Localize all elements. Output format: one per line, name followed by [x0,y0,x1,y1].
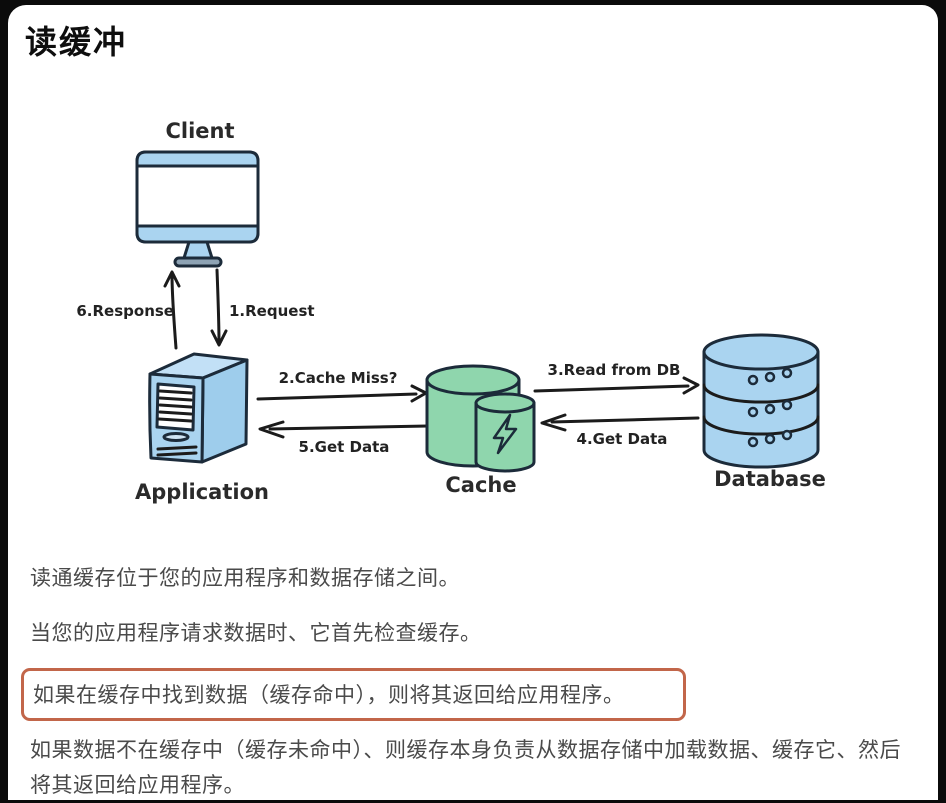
page-title: 读缓冲 [25,24,128,60]
database-label: Database [714,467,826,491]
paragraph-cache-miss-flow: 如果数据不在缓存中（缓存未命中）、则缓存本身负责从数据存储中加载数据、缓存它、然… [30,738,901,797]
get-data-from-cache-label: 5.Get Data [299,438,390,456]
paragraph-cache-hit: 如果在缓存中找到数据（缓存命中），则将其返回给应用程序。 [33,683,625,707]
database-dots [747,367,793,448]
response-arrow-label: 6.Response [76,302,174,320]
page-card: 读缓冲 Client 6.Response 1.Request [8,5,938,800]
request-arrow: 1.Request [210,268,315,347]
cache-label: Cache [445,473,516,497]
get-data-from-cache-arrow: 5.Get Data [258,420,430,456]
cache-miss-arrow: 2.Cache Miss? [256,369,428,403]
paragraph-check-cache-first: 当您的应用程序请求数据时、它首先检查缓存。 [30,621,482,645]
read-from-db-arrow: 3.Read from DB [533,361,700,395]
cache-miss-arrow-label: 2.Cache Miss? [279,369,398,387]
request-arrow-label: 1.Request [229,302,315,320]
cache-cylinder-icon: Cache [425,364,536,497]
application-server-icon: Application [135,352,269,504]
get-data-from-db-label: 4.Get Data [577,430,668,448]
client-label: Client [165,119,234,143]
cache-architecture-diagram: Client 6.Response 1.Request [76,119,826,504]
get-data-from-db-arrow: 4.Get Data [540,413,700,448]
lightning-bolt-icon [492,413,518,455]
paragraph-read-through-intro: 读通缓存位于您的应用程序和数据存储之间。 [30,566,460,590]
highlight-box: 如果在缓存中找到数据（缓存命中），则将其返回给应用程序。 [21,668,686,721]
read-from-db-label: 3.Read from DB [548,361,681,379]
client-monitor-icon: Client [135,119,260,268]
database-cylinder-icon: Database [702,333,826,491]
response-arrow: 6.Response [76,270,181,350]
application-label: Application [135,480,269,504]
